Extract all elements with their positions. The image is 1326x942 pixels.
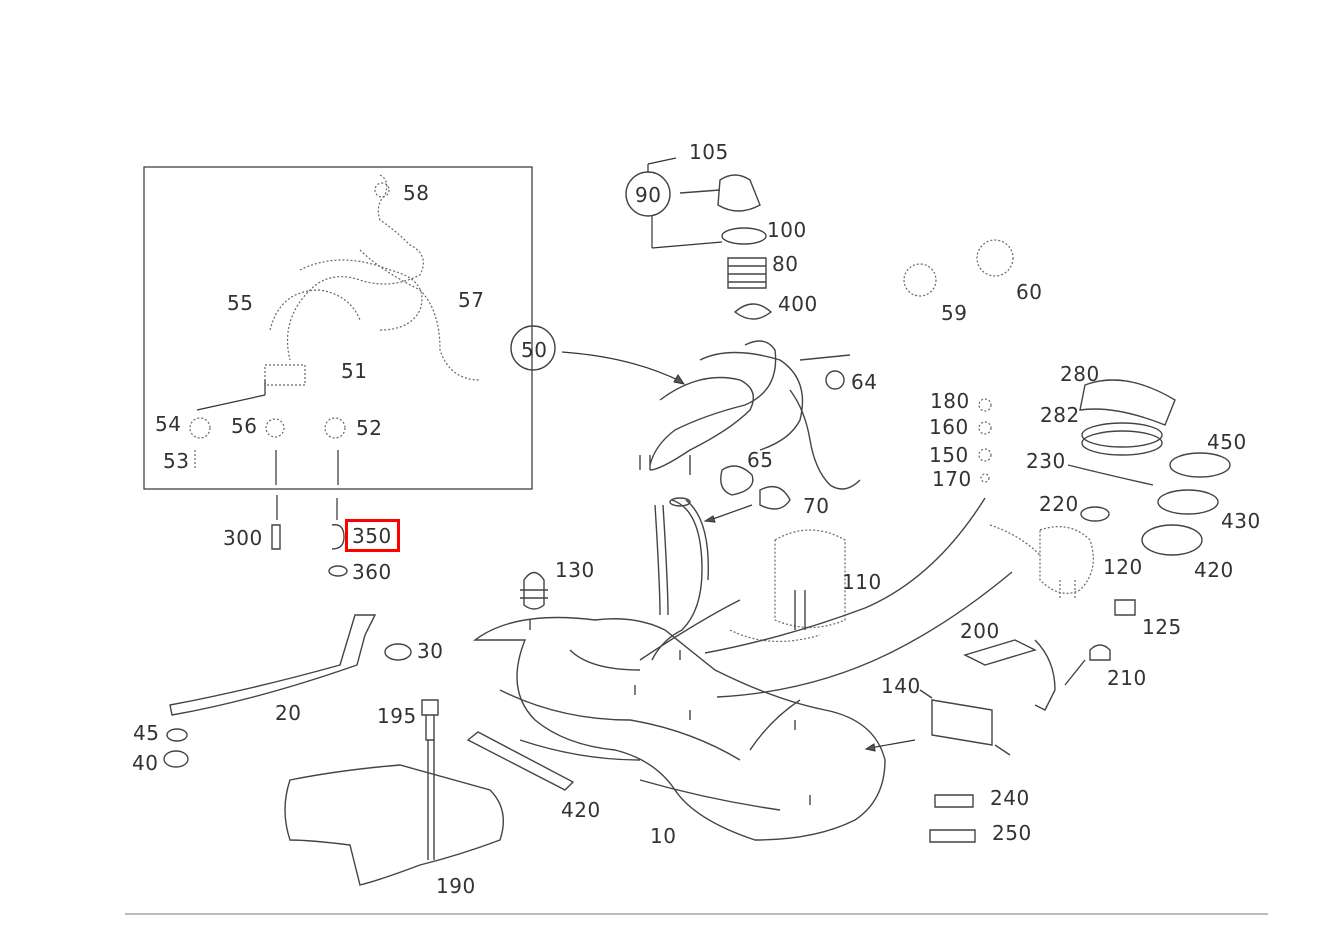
label-420[interactable]: 420 xyxy=(561,798,601,822)
part-230 xyxy=(1067,464,1154,486)
inset-filler-assembly xyxy=(189,174,481,470)
label-282[interactable]: 282 xyxy=(1040,403,1080,427)
part-59-60 xyxy=(903,239,1014,297)
part-filler-cap xyxy=(717,174,761,212)
part-220 xyxy=(1080,506,1110,522)
part-65-70 xyxy=(720,465,791,510)
label-30[interactable]: 30 xyxy=(417,639,444,663)
label-120[interactable]: 120 xyxy=(1103,555,1143,579)
highlight-350 xyxy=(345,519,400,552)
part-150-180 xyxy=(978,398,992,483)
label-55[interactable]: 55 xyxy=(227,291,254,315)
cable-3 xyxy=(639,599,741,661)
label-57[interactable]: 57 xyxy=(458,288,485,312)
label-56[interactable]: 56 xyxy=(231,414,258,438)
label-195[interactable]: 195 xyxy=(377,704,417,728)
part-200 xyxy=(963,639,1037,666)
part-45 xyxy=(166,728,188,742)
label-280[interactable]: 280 xyxy=(1060,362,1100,386)
part-360 xyxy=(328,565,348,577)
part-430 xyxy=(1141,524,1203,556)
label-440[interactable]: 450 xyxy=(1207,430,1247,454)
inset-frame xyxy=(143,166,533,490)
label-170[interactable]: 170 xyxy=(932,467,972,491)
label-130[interactable]: 140 xyxy=(881,674,921,698)
part-120 xyxy=(989,524,1094,600)
label-59[interactable]: 59 xyxy=(941,301,968,325)
inset-leaders xyxy=(196,380,339,520)
label-110[interactable]: 110 xyxy=(842,570,882,594)
label-430[interactable]: 420 xyxy=(1194,558,1234,582)
label-10[interactable]: 10 xyxy=(650,824,677,848)
part-200-strap xyxy=(1034,639,1056,711)
label-360[interactable]: 360 xyxy=(352,560,392,584)
part-20-strap xyxy=(169,614,377,716)
part-100 xyxy=(721,227,767,245)
label-53[interactable]: 53 xyxy=(163,449,190,473)
part-10-tank xyxy=(472,616,886,841)
part-250 xyxy=(929,829,976,843)
label-125[interactable]: 125 xyxy=(1142,615,1182,639)
label-150[interactable]: 150 xyxy=(929,443,969,467)
part-440 xyxy=(1169,452,1231,478)
label-51[interactable]: 51 xyxy=(341,359,368,383)
callout-50 xyxy=(510,325,556,371)
part-420 xyxy=(466,731,575,791)
part-450 xyxy=(1157,489,1219,515)
label-80[interactable]: 80 xyxy=(772,252,799,276)
label-350[interactable]: 350 xyxy=(352,524,392,548)
label-250[interactable]: 250 xyxy=(992,821,1032,845)
label-90[interactable]: 90 xyxy=(635,183,662,207)
part-40 xyxy=(163,750,189,768)
part-filler-neck xyxy=(639,340,861,490)
label-20[interactable]: 20 xyxy=(275,701,302,725)
fuel-lines xyxy=(651,497,710,661)
part-210 xyxy=(1064,644,1111,686)
label-200[interactable]: 200 xyxy=(960,619,1000,643)
cable-4 xyxy=(749,699,801,751)
part-30 xyxy=(384,643,412,661)
label-54[interactable]: 54 xyxy=(155,412,182,436)
label-65[interactable]: 65 xyxy=(747,448,774,472)
label-300[interactable]: 300 xyxy=(223,526,263,550)
part-300 xyxy=(271,524,281,550)
cable-1 xyxy=(704,497,986,654)
part-195 xyxy=(421,699,439,741)
label-52[interactable]: 52 xyxy=(356,416,383,440)
label-45[interactable]: 45 xyxy=(133,721,160,745)
cable-2 xyxy=(716,571,1013,698)
part-280-282 xyxy=(1079,379,1176,456)
label-58[interactable]: 58 xyxy=(403,181,430,205)
arrow-50 xyxy=(561,351,683,383)
label-140[interactable]: 130 xyxy=(555,558,595,582)
part-400 xyxy=(733,303,773,320)
part-190-shield xyxy=(284,764,504,886)
label-40[interactable]: 40 xyxy=(132,751,159,775)
part-110-pump xyxy=(729,529,846,642)
part-350 xyxy=(331,524,345,550)
label-70[interactable]: 70 xyxy=(803,494,830,518)
label-220[interactable]: 220 xyxy=(1039,492,1079,516)
label-190[interactable]: 190 xyxy=(436,874,476,898)
part-130-filter xyxy=(919,689,1011,756)
label-160[interactable]: 160 xyxy=(929,415,969,439)
part-240 xyxy=(934,794,974,808)
label-60[interactable]: 60 xyxy=(1016,280,1043,304)
label-100[interactable]: 100 xyxy=(767,218,807,242)
part-80 xyxy=(727,257,767,289)
label-180[interactable]: 180 xyxy=(930,389,970,413)
label-50[interactable]: 50 xyxy=(521,338,548,362)
label-105[interactable]: 105 xyxy=(689,140,729,164)
label-240[interactable]: 240 xyxy=(990,786,1030,810)
label-450[interactable]: 430 xyxy=(1221,509,1261,533)
label-230[interactable]: 230 xyxy=(1026,449,1066,473)
label-400[interactable]: 400 xyxy=(778,292,818,316)
label-210[interactable]: 210 xyxy=(1107,666,1147,690)
label-64[interactable]: 64 xyxy=(851,370,878,394)
part-64 xyxy=(825,370,845,390)
part-140 xyxy=(523,571,545,610)
part-125 xyxy=(1114,599,1136,616)
